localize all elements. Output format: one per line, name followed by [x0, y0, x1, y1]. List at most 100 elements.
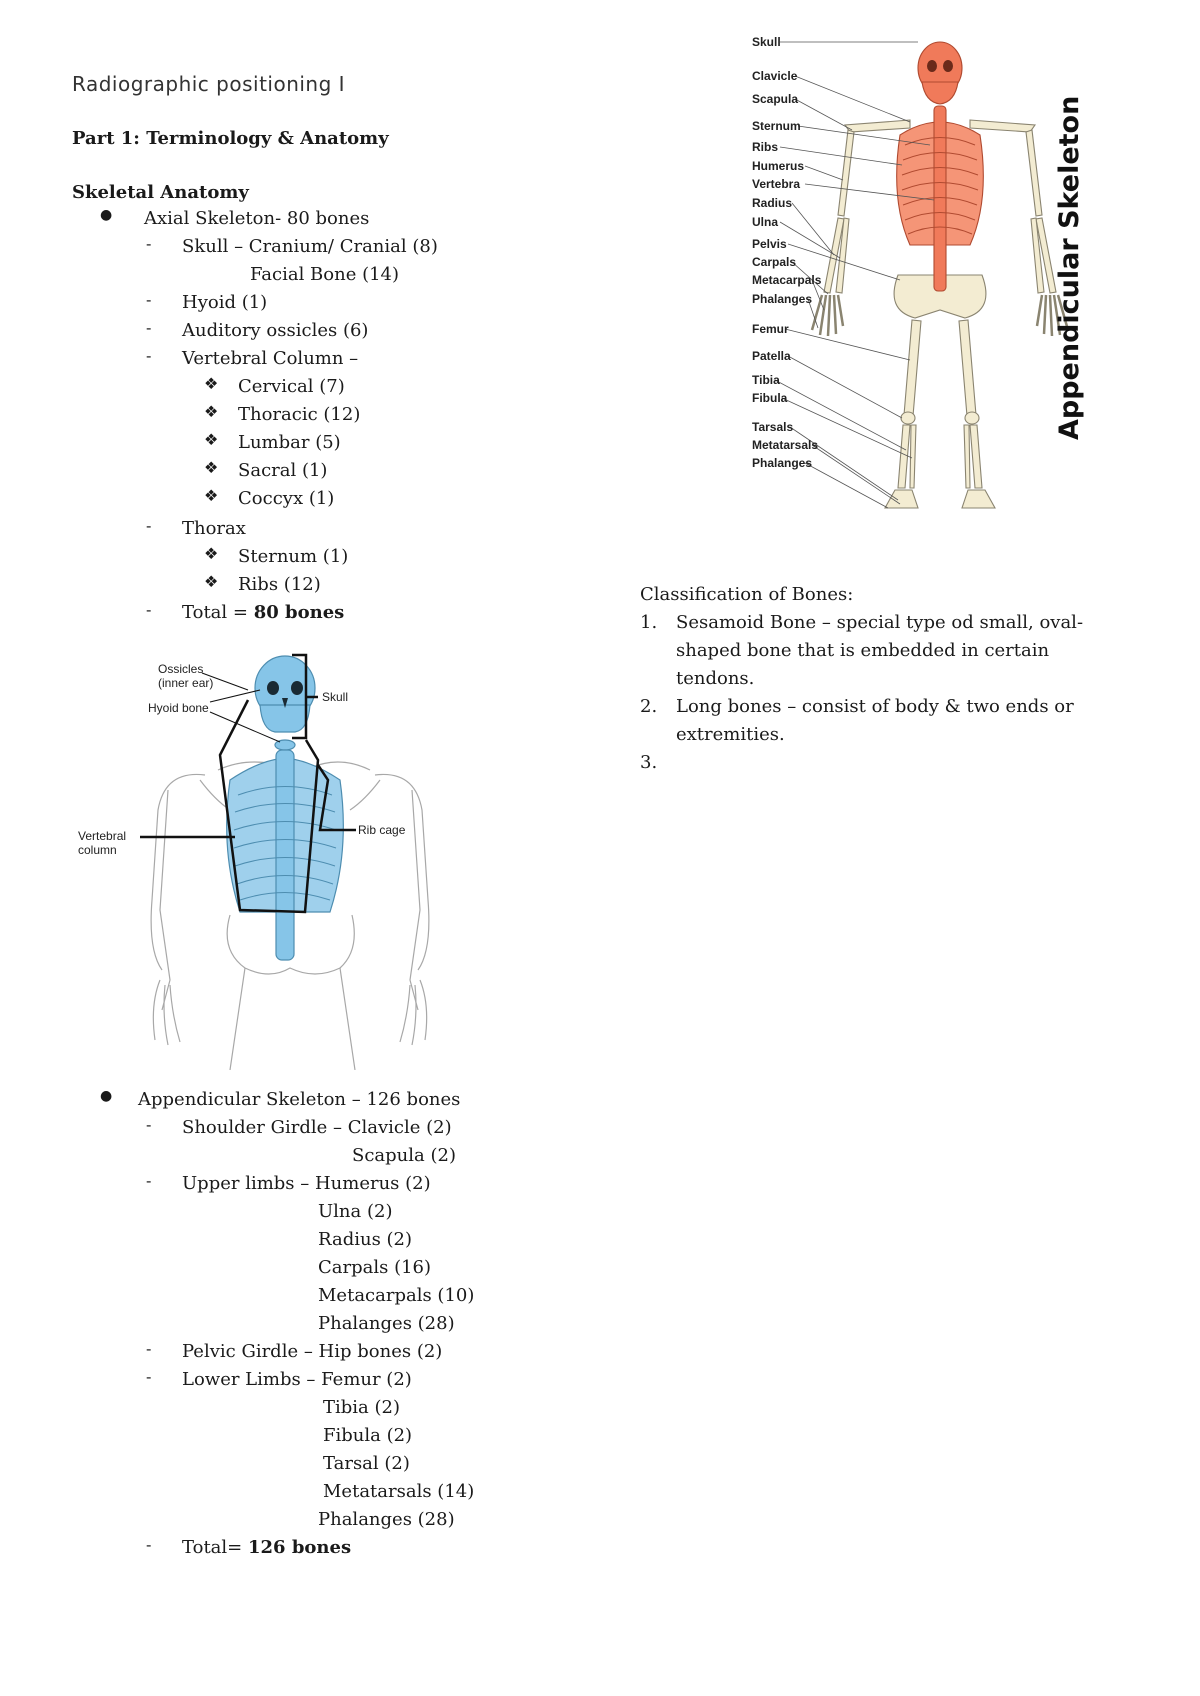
- label-sternum: Sternum: [752, 119, 801, 133]
- bullet-icon: ●: [100, 207, 113, 223]
- label-scapula: Scapula: [752, 92, 798, 106]
- axial-vertebral: Vertebral Column –: [182, 348, 359, 369]
- bullet-icon: ●: [100, 1088, 113, 1104]
- app-scapula: Scapula (2): [352, 1145, 456, 1166]
- appendicular-total: Total= 126 bones: [182, 1535, 351, 1561]
- appendicular-heading: Appendicular Skeleton – 126 bones: [138, 1089, 461, 1110]
- part-heading: Part 1: Terminology & Anatomy: [72, 128, 389, 149]
- label-tarsals: Tarsals: [752, 420, 793, 434]
- classification-item-1-line2: shaped bone that is embedded in certain: [676, 640, 1050, 661]
- classification-heading: Classification of Bones:: [640, 584, 854, 605]
- diamond-bullet-icon: ❖: [204, 374, 219, 393]
- app-lower: Lower Limbs – Femur (2): [182, 1369, 412, 1390]
- axial-ribs: Ribs (12): [238, 574, 321, 595]
- rib-lines-red: [901, 137, 979, 235]
- app-tarsal: Tarsal (2): [323, 1453, 410, 1474]
- app-fibula: Fibula (2): [323, 1425, 413, 1446]
- label-skull: Skull: [322, 690, 348, 704]
- app-pelvic: Pelvic Girdle – Hip bones (2): [182, 1341, 443, 1362]
- appendicular-vertical-title: Appendicular Skeleton: [1054, 96, 1085, 440]
- app-ulna: Ulna (2): [318, 1201, 393, 1222]
- pointer-lines: [201, 672, 281, 743]
- label-femur: Femur: [752, 322, 789, 336]
- diamond-bullet-icon: ❖: [204, 402, 219, 421]
- axial-hyoid: Hyoid (1): [182, 292, 268, 313]
- dash-icon: -: [146, 290, 152, 309]
- diamond-bullet-icon: ❖: [204, 430, 219, 449]
- appendicular-figure-labels: Skull Clavicle Scapula Sternum Ribs Hume…: [752, 35, 822, 470]
- label-rib-cage: Rib cage: [358, 823, 406, 837]
- label-phalanges-hand: Phalanges: [752, 292, 812, 306]
- axial-lumbar: Lumbar (5): [238, 432, 341, 453]
- axial-coccyx: Coccyx (1): [238, 488, 335, 509]
- label-clavicle: Clavicle: [752, 69, 798, 83]
- axial-heading: Axial Skeleton- 80 bones: [144, 208, 370, 229]
- section-heading: Skeletal Anatomy: [72, 182, 249, 203]
- label-metatarsals: Metatarsals: [752, 438, 818, 452]
- skull-features: [267, 681, 303, 708]
- label-pelvis: Pelvis: [752, 237, 787, 251]
- app-metacarpals: Metacarpals (10): [318, 1285, 475, 1306]
- app-metatarsals: Metatarsals (14): [323, 1481, 475, 1502]
- label-tibia: Tibia: [752, 373, 780, 387]
- axial-total-prefix: Total =: [182, 602, 254, 623]
- annotation-lines: [140, 653, 356, 914]
- classification-item-3-number: 3.: [640, 752, 658, 773]
- label-ribs: Ribs: [752, 140, 778, 154]
- skull-features-red: [927, 60, 953, 72]
- axial-total: Total = 80 bones: [182, 600, 344, 626]
- axial-sternum: Sternum (1): [238, 546, 349, 567]
- label-hyoid: Hyoid bone: [148, 701, 209, 715]
- appendicular-bones: [810, 119, 1070, 509]
- label-ossicles: Ossicles: [158, 662, 203, 676]
- classification-item-1-line1: Sesamoid Bone – special type od small, o…: [676, 612, 1084, 633]
- axial-facial: Facial Bone (14): [250, 264, 400, 285]
- label-patella: Patella: [752, 349, 791, 363]
- axial-thorax: Thorax: [182, 518, 246, 539]
- classification-item-2-number: 2.: [640, 696, 658, 717]
- axial-total-value: 80 bones: [253, 602, 345, 623]
- diamond-bullet-icon: ❖: [204, 458, 219, 477]
- dash-icon: -: [146, 1367, 152, 1386]
- dash-icon: -: [146, 600, 152, 619]
- dash-icon: -: [146, 318, 152, 337]
- appendicular-skeleton-figure: Skull Clavicle Scapula Sternum Ribs Hume…: [752, 35, 1085, 509]
- axial-ossicles: Auditory ossicles (6): [182, 320, 369, 341]
- label-column: column: [78, 843, 117, 857]
- label-fibula: Fibula: [752, 391, 788, 405]
- label-radius: Radius: [752, 196, 792, 210]
- label-skull: Skull: [752, 35, 781, 49]
- dash-icon: -: [146, 1535, 152, 1554]
- app-upper: Upper limbs – Humerus (2): [182, 1173, 431, 1194]
- axial-thoracic: Thoracic (12): [238, 404, 361, 425]
- dash-icon: -: [146, 346, 152, 365]
- axial-skeleton-figure: Ossicles (inner ear) Hyoid bone Skull Ri…: [78, 653, 430, 1070]
- classification-item-1-line3: tendons.: [676, 668, 755, 689]
- diamond-bullet-icon: ❖: [204, 572, 219, 591]
- app-total-prefix: Total=: [182, 1537, 248, 1558]
- app-total-value: 126 bones: [247, 1537, 352, 1558]
- label-ulna: Ulna: [752, 215, 778, 229]
- app-radius: Radius (2): [318, 1229, 413, 1250]
- dash-icon: -: [146, 1171, 152, 1190]
- diamond-bullet-icon: ❖: [204, 544, 219, 563]
- classification-item-2-line1: Long bones – consist of body & two ends …: [676, 696, 1074, 717]
- leader-lines: [774, 41, 935, 509]
- dash-icon: -: [146, 1115, 152, 1134]
- axial-skull: Skull – Cranium/ Cranial (8): [182, 236, 438, 257]
- label-humerus: Humerus: [752, 159, 804, 173]
- classification-item-1-number: 1.: [640, 612, 658, 633]
- label-phalanges-foot: Phalanges: [752, 456, 812, 470]
- dash-icon: -: [146, 516, 152, 535]
- app-phalanges-lower: Phalanges (28): [318, 1509, 455, 1530]
- document-title: Radiographic positioning I: [72, 72, 346, 96]
- axial-cervical: Cervical (7): [238, 376, 345, 397]
- app-shoulder: Shoulder Girdle – Clavicle (2): [182, 1117, 452, 1138]
- label-vertebra: Vertebra: [752, 177, 800, 191]
- axial-sacral: Sacral (1): [238, 460, 328, 481]
- label-metacarpals: Metacarpals: [752, 273, 822, 287]
- axial-bones-red: [896, 41, 984, 292]
- dash-icon: -: [146, 1339, 152, 1358]
- label-carpals: Carpals: [752, 255, 796, 269]
- app-carpals: Carpals (16): [318, 1257, 432, 1278]
